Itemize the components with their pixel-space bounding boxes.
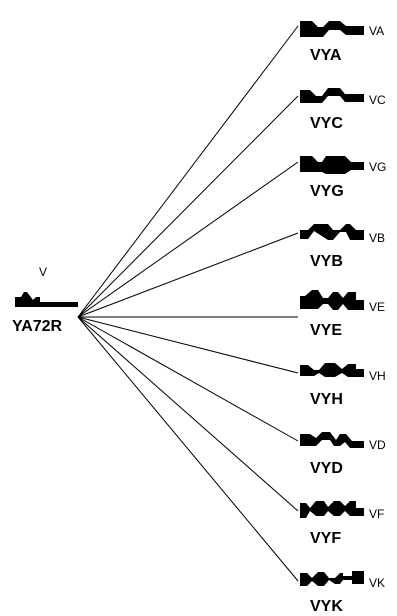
keyway-profile-icon — [15, 292, 78, 307]
target-profile-code: VK — [369, 576, 385, 590]
target-profile-code: VA — [369, 24, 384, 38]
keyway-profile-icon — [300, 21, 364, 37]
target-name: VYF — [310, 530, 341, 547]
connector-line — [77, 316, 299, 512]
keyway-profile-icon — [300, 363, 364, 377]
target-name: VYD — [310, 460, 343, 477]
target-name: VYE — [310, 322, 342, 339]
connector-lines — [77, 25, 299, 582]
target-profile-code: VF — [369, 507, 384, 521]
target-node: VE VYE — [300, 290, 385, 339]
target-node: VA VYA — [300, 21, 384, 64]
connector-line — [77, 316, 299, 582]
connector-line — [77, 316, 299, 374]
keyway-profile-icon — [300, 432, 364, 448]
target-node: VK VYK — [300, 571, 385, 615]
target-node: VG VYG — [300, 156, 386, 200]
source-name: YA72R — [12, 318, 63, 335]
target-name: VYH — [310, 391, 343, 408]
target-name: VYA — [310, 47, 342, 64]
keyway-profile-icon — [300, 290, 364, 310]
target-name: VYK — [310, 598, 343, 615]
connector-line — [77, 232, 299, 318]
target-node: VF VYF — [300, 501, 384, 547]
target-profile-code: VB — [369, 231, 385, 245]
target-node: VC VYC — [300, 88, 386, 132]
target-profile-code: VD — [369, 438, 386, 452]
target-node: VB VYB — [300, 224, 385, 270]
keyway-profile-icon — [300, 156, 364, 174]
keyway-profile-icon — [300, 501, 364, 518]
target-profile-code: VH — [369, 369, 386, 383]
connector-line — [77, 316, 299, 442]
keyway-profile-icon — [300, 224, 364, 240]
target-name: VYG — [310, 183, 344, 200]
connector-line — [77, 161, 299, 318]
target-profile-code: VC — [369, 93, 386, 107]
source-profile-code: V — [39, 265, 47, 279]
keyway-profile-icon — [300, 571, 364, 586]
connector-line — [77, 25, 299, 318]
target-profile-code: VG — [369, 160, 386, 174]
target-node: VH VYH — [300, 363, 386, 408]
connector-line — [77, 95, 299, 318]
target-name: VYB — [310, 253, 343, 270]
target-node: VD VYD — [300, 432, 386, 477]
target-name: VYC — [310, 115, 343, 132]
source-node: V YA72R — [12, 265, 78, 335]
keyway-profile-icon — [300, 88, 364, 103]
target-profile-code: VE — [369, 300, 385, 314]
